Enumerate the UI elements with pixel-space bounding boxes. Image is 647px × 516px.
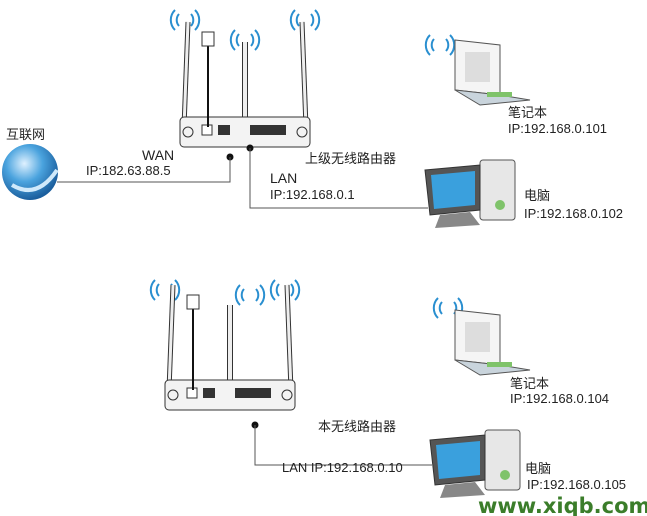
lan-ip: IP:192.168.0.1 [270,187,355,202]
upper-router-icon [180,22,310,147]
lan-label: LAN [270,170,298,186]
pc-label-bottom: 电脑 [525,461,552,476]
lan-line-bottom [254,425,432,466]
pc-ip-bottom: IP:192.168.0.105 [527,477,627,492]
laptop-ip-bottom: IP:192.168.0.104 [510,391,610,406]
watermark: www.xiqb.com [478,494,647,516]
wifi-icon [424,34,456,56]
upper-router-label: 上级无线路由器 [305,151,397,166]
laptop-label-bottom: 笔记本 [510,376,550,391]
laptop-icon [454,309,531,376]
lan-line [249,148,428,209]
wan-ip: IP:182.63.88.5 [86,163,171,178]
pc-icon [429,429,521,499]
laptop-ip: IP:192.168.0.101 [508,121,608,136]
pc-ip: IP:192.168.0.102 [524,206,624,221]
pc-icon [424,159,516,229]
pc-label: 电脑 [524,188,551,203]
wan-label: WAN [142,147,175,163]
laptop-label: 笔记本 [508,105,548,120]
laptop-icon [454,39,531,106]
lan-ip-bottom: LAN IP:192.168.0.10 [282,460,403,475]
this-router-label: 本无线路由器 [318,419,397,434]
internet-label: 互联网 [6,127,46,142]
wan-line [57,157,231,183]
this-router-icon [165,285,295,410]
